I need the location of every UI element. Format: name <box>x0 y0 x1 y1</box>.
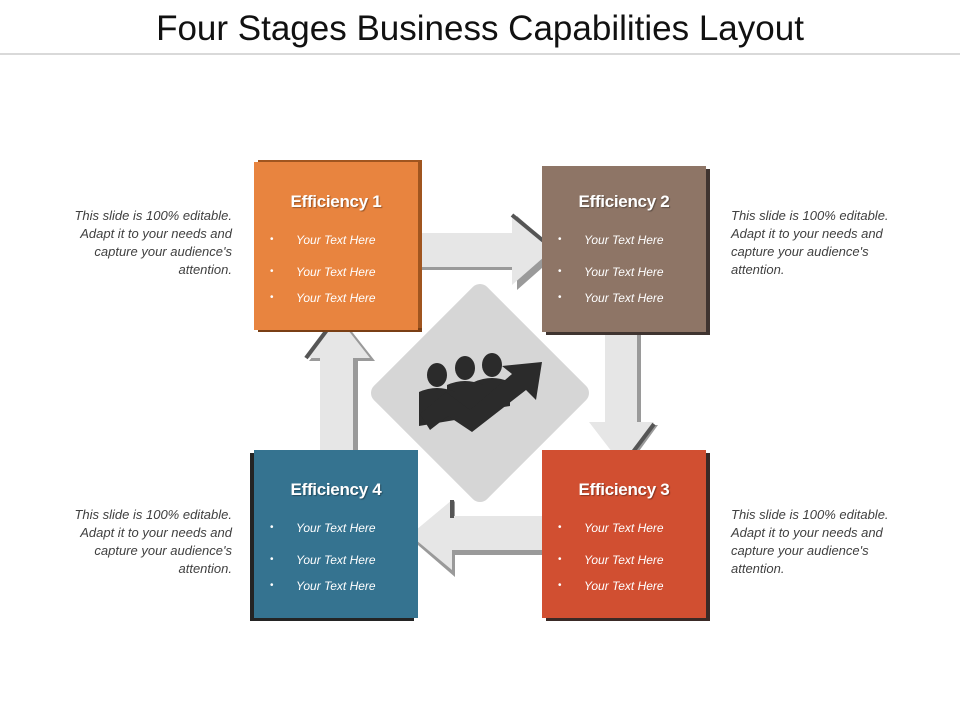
stage-bullet: Your Text Here <box>270 520 376 536</box>
stage-bullets: Your Text Here Your Text Here Your Text … <box>270 232 376 306</box>
arrow-stage2-to-stage3 <box>589 318 658 469</box>
stage-title: Efficiency 2 <box>578 192 670 211</box>
title-divider <box>0 53 960 55</box>
team-growth-icon <box>419 353 542 432</box>
stage-bullet: Your Text Here <box>270 578 376 594</box>
stage-bullets: Your Text Here Your Text Here Your Text … <box>558 520 664 594</box>
stage-bullets: Your Text Here Your Text Here Your Text … <box>558 232 664 306</box>
side-text-top-left: This slide is 100% editable. Adapt it to… <box>74 208 232 277</box>
stage-bullet: Your Text Here <box>558 232 664 248</box>
stage-bullet: Your Text Here <box>270 264 376 280</box>
stage-bullet: Your Text Here <box>558 264 664 280</box>
page-title: Four Stages Business Capabilities Layout <box>156 9 804 48</box>
stage-box-2: Efficiency 2 Your Text Here Your Text He… <box>542 166 706 332</box>
side-text-top-right: This slide is 100% editable. Adapt it to… <box>731 208 889 277</box>
stage-bullet: Your Text Here <box>270 290 376 306</box>
stage-box-1: Efficiency 1 Your Text Here Your Text He… <box>254 162 418 330</box>
stage-box-4: Efficiency 4 Your Text Here Your Text He… <box>254 450 418 618</box>
stage-bullet: Your Text Here <box>558 290 664 306</box>
arrow-stage1-to-stage2 <box>410 213 559 290</box>
stage-title: Efficiency 3 <box>578 480 670 499</box>
stage-title: Efficiency 1 <box>290 192 382 211</box>
arrow-stage3-to-stage4 <box>410 500 555 577</box>
stage-box-3: Efficiency 3 Your Text Here Your Text He… <box>542 450 706 618</box>
side-text-bottom-right: This slide is 100% editable. Adapt it to… <box>731 507 889 576</box>
stage-bullet: Your Text Here <box>558 520 664 536</box>
stage-bullet: Your Text Here <box>270 552 376 568</box>
side-text-bottom-left: This slide is 100% editable. Adapt it to… <box>74 507 232 576</box>
stage-bullets: Your Text Here Your Text Here Your Text … <box>270 520 376 594</box>
stage-bullet: Your Text Here <box>558 552 664 568</box>
stage-bullet: Your Text Here <box>558 578 664 594</box>
stage-bullet: Your Text Here <box>270 232 376 248</box>
arrow-stage4-to-stage1 <box>304 316 375 468</box>
stage-title: Efficiency 4 <box>290 480 382 499</box>
